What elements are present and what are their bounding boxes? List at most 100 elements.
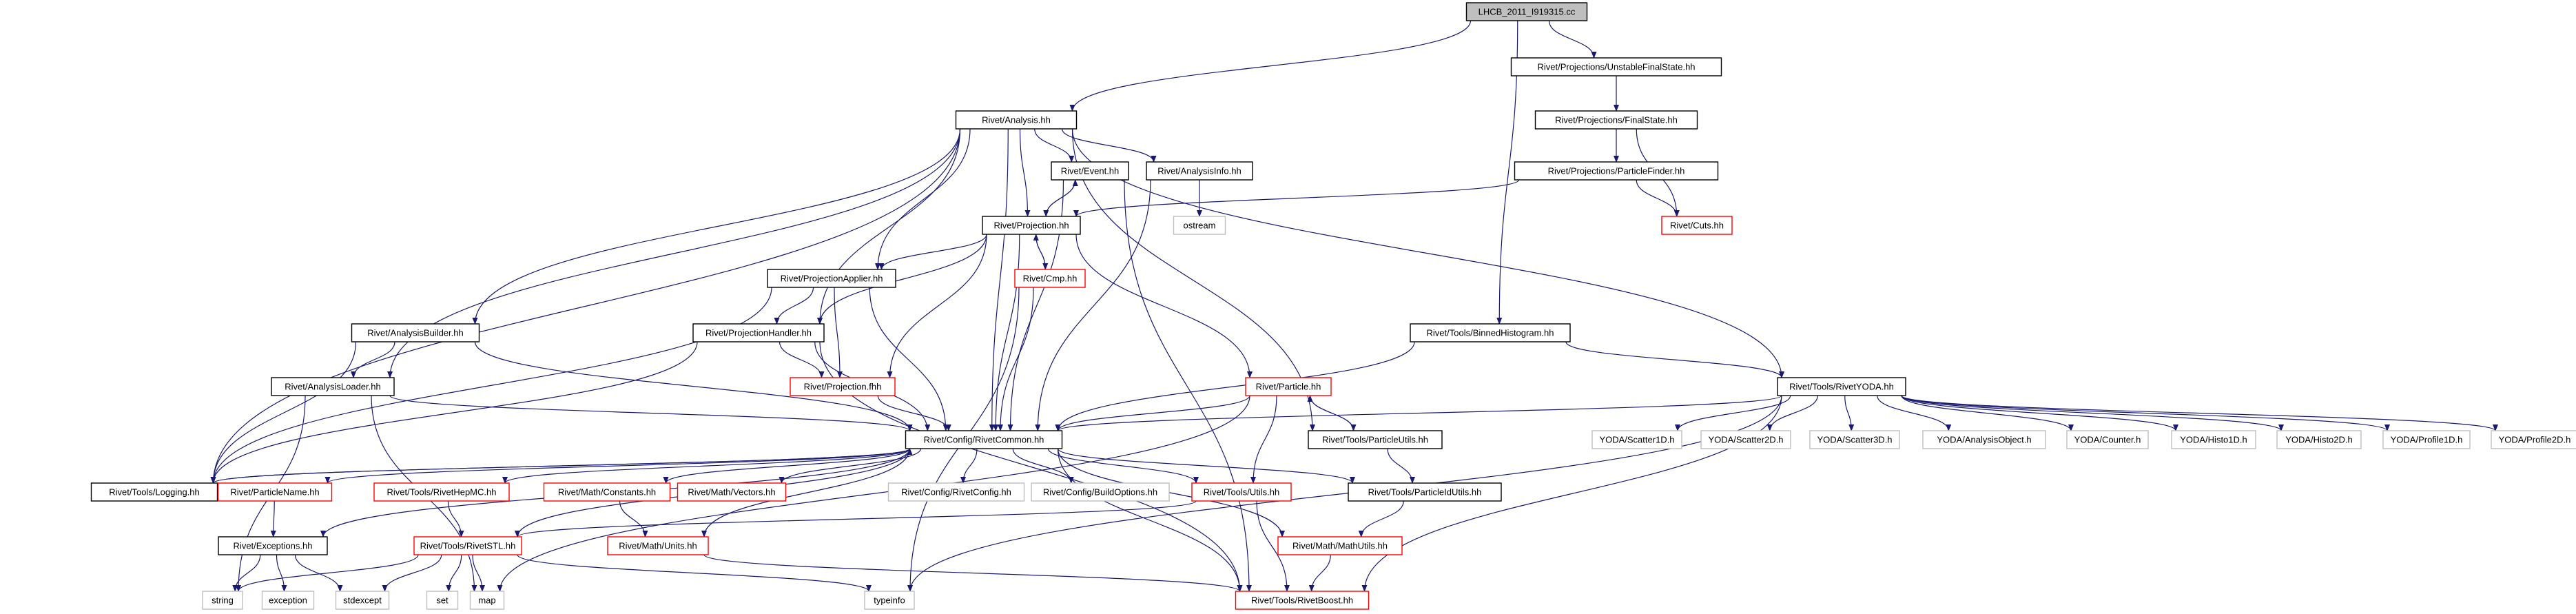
edge-projapplier-to-projhandler	[774, 287, 814, 325]
node-box	[887, 482, 1025, 502]
edge-rivetstl-to-stdexcept	[382, 554, 442, 592]
node-projhandler[interactable]: Rivet/ProjectionHandler.hh	[692, 323, 825, 342]
node-projection[interactable]: Rivet/Projection.hh	[982, 216, 1081, 235]
node-box	[1661, 216, 1733, 235]
node-label: string	[212, 595, 234, 606]
edge-rivetyoda-to-profile2d	[1901, 395, 2498, 431]
node-label: Rivet/Math/MathUtils.hh	[1292, 541, 1388, 551]
node-box	[2171, 430, 2256, 449]
node-box	[1514, 161, 1719, 181]
node-constants[interactable]: Rivet/Math/Constants.hh	[543, 482, 671, 502]
node-label: Rivet/Projections/FinalState.hh	[1555, 115, 1678, 125]
node-label: YODA/Histo1D.h	[2180, 435, 2247, 445]
edge-rivetyoda-to-histo2d	[1901, 395, 2284, 431]
node-label: Rivet/AnalysisBuilder.hh	[367, 328, 463, 338]
edge-analysisloader-to-rivetcommon	[389, 395, 913, 431]
edge-projection-to-particle	[1075, 234, 1253, 378]
node-label: Rivet/Tools/RivetYODA.hh	[1789, 382, 1894, 392]
node-string: string	[202, 591, 243, 610]
edge-root-to-unstable	[1548, 20, 1597, 59]
edge-binnedhist-to-rivetyoda	[1565, 341, 1784, 378]
edge-projection-to-projfhh	[887, 234, 987, 378]
node-label: stdexcept	[343, 595, 382, 606]
node-vectors[interactable]: Rivet/Math/Vectors.hh	[677, 482, 787, 502]
node-rivetcommon[interactable]: Rivet/Config/RivetCommon.hh	[905, 430, 1063, 449]
edge-particleidutils-to-mathutils	[1358, 500, 1404, 538]
node-unstable[interactable]: Rivet/Projections/UnstableFinalState.hh	[1510, 57, 1722, 76]
node-box	[1245, 377, 1332, 396]
node-finalstate[interactable]: Rivet/Projections/FinalState.hh	[1534, 110, 1698, 130]
node-particlefinder[interactable]: Rivet/Projections/ParticleFinder.hh	[1514, 161, 1719, 181]
node-units[interactable]: Rivet/Math/Units.hh	[607, 536, 709, 555]
node-utils[interactable]: Rivet/Tools/Utils.hh	[1191, 482, 1292, 502]
node-label: Rivet/Projections/UnstableFinalState.hh	[1537, 62, 1695, 72]
node-label: YODA/Scatter3D.h	[1817, 435, 1892, 445]
node-analysisbuilder[interactable]: Rivet/AnalysisBuilder.hh	[351, 323, 480, 342]
node-exceptions[interactable]: Rivet/Exceptions.hh	[218, 536, 328, 555]
node-box	[1173, 216, 1226, 235]
edge-root-to-analysis	[1069, 20, 1472, 112]
node-box	[767, 269, 896, 288]
node-box	[1051, 161, 1129, 181]
node-rivetstl[interactable]: Rivet/Tools/RivetSTL.hh	[413, 536, 522, 555]
node-box	[677, 482, 787, 502]
node-projapplier[interactable]: Rivet/ProjectionApplier.hh	[767, 269, 896, 288]
node-rivethepmc[interactable]: Rivet/Tools/RivetHepMC.hh	[373, 482, 510, 502]
node-box	[955, 110, 1078, 130]
edge-projection-to-rivetcommon	[993, 234, 1020, 431]
node-label: Rivet/Config/RivetCommon.hh	[924, 435, 1044, 445]
node-label: Rivet/Math/Vectors.hh	[688, 487, 775, 498]
node-projfhh[interactable]: Rivet/Projection.fhh	[790, 377, 896, 396]
node-box	[790, 377, 896, 396]
node-event[interactable]: Rivet/Event.hh	[1051, 161, 1129, 181]
node-logging[interactable]: Rivet/Tools/Logging.hh	[90, 482, 218, 502]
node-analysisinfo[interactable]: Rivet/AnalysisInfo.hh	[1146, 161, 1253, 181]
edge-analysis-to-particleutils	[1071, 128, 1315, 431]
node-label: Rivet/Analysis.hh	[982, 115, 1051, 125]
edge-analysisinfo-to-rivetcommon	[1035, 179, 1151, 431]
node-label: YODA/Histo2D.h	[2285, 435, 2353, 445]
node-label: Rivet/Tools/RivetBoost.hh	[1251, 595, 1353, 606]
node-root[interactable]: LHCB_2011_I919315.cc	[1465, 2, 1588, 21]
node-label: map	[478, 595, 495, 606]
node-label: YODA/AnalysisObject.h	[1937, 435, 2031, 445]
node-stdexcept: stdexcept	[335, 591, 390, 610]
node-rivetyoda[interactable]: Rivet/Tools/RivetYODA.hh	[1777, 377, 1906, 396]
node-analysisloader[interactable]: Rivet/AnalysisLoader.hh	[271, 377, 395, 396]
edge-rivetstl-to-map	[472, 554, 485, 592]
node-binnedhist[interactable]: Rivet/Tools/BinnedHistogram.hh	[1410, 323, 1571, 342]
node-box	[261, 591, 315, 610]
node-box	[426, 591, 459, 610]
node-box	[864, 591, 915, 610]
edge-projhandler-to-logging	[210, 341, 698, 484]
edge-rivetyoda-to-scatter3d	[1844, 395, 1855, 431]
edge-rivetyoda-to-profile1d	[1901, 395, 2390, 431]
edge-particlename-to-exceptions	[270, 500, 276, 538]
node-particleidutils[interactable]: Rivet/Tools/ParticleIdUtils.hh	[1348, 482, 1502, 502]
node-cuts[interactable]: Rivet/Cuts.hh	[1661, 216, 1733, 235]
node-particleutils[interactable]: Rivet/Tools/ParticleUtils.hh	[1308, 430, 1443, 449]
node-label: Rivet/AnalysisLoader.hh	[285, 382, 380, 392]
node-label: ostream	[1184, 221, 1216, 231]
node-typeinfo: typeinfo	[864, 591, 915, 610]
edge-mathutils-to-rivetboost	[1308, 554, 1331, 592]
node-box	[1014, 269, 1086, 288]
node-rivetboost[interactable]: Rivet/Tools/RivetBoost.hh	[1235, 591, 1370, 610]
node-box	[217, 482, 333, 502]
node-label: YODA/Scatter1D.h	[1599, 435, 1674, 445]
edge-rivetcommon-to-utils	[1047, 448, 1199, 484]
node-box	[1465, 2, 1588, 21]
node-box	[335, 591, 390, 610]
node-label: set	[436, 595, 449, 606]
node-analysis[interactable]: Rivet/Analysis.hh	[955, 110, 1078, 130]
node-mathutils[interactable]: Rivet/Math/MathUtils.hh	[1277, 536, 1403, 555]
edge-projection-to-projapplier	[878, 234, 987, 270]
node-cmp[interactable]: Rivet/Cmp.hh	[1014, 269, 1086, 288]
node-particlename[interactable]: Rivet/ParticleName.hh	[217, 482, 333, 502]
edge-analysis-to-event	[1034, 128, 1075, 163]
node-particle[interactable]: Rivet/Particle.hh	[1245, 377, 1332, 396]
edge-analysis-to-projapplier	[875, 128, 971, 270]
edge-exceptions-to-stdexcept	[294, 554, 343, 592]
node-box	[1510, 57, 1722, 76]
